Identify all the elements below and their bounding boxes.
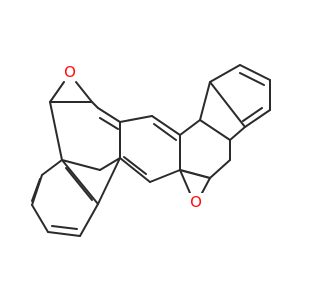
bond-ring-c-1 <box>179 119 201 136</box>
bond-benzene-right-3-double <box>239 72 265 86</box>
bond-epoxide-1-c-o-left <box>49 81 65 103</box>
bond-benzene-right-6 <box>229 126 246 141</box>
bond-benzene-right-5-double <box>242 107 263 122</box>
bond-benzene-left-6-double <box>65 167 93 201</box>
bond-benzene-right-2 <box>209 64 241 83</box>
bond-ring-a-3 <box>97 107 121 123</box>
bond-ring-a-2 <box>91 101 99 109</box>
bond-ring-b-1 <box>119 115 153 123</box>
bond-benzene-left-to-ring-b <box>97 157 121 205</box>
bond-benzene-left-2-double <box>31 178 41 202</box>
bond-ring-a-6 <box>61 159 101 171</box>
bond-ring-b-5-double <box>123 156 147 175</box>
bond-ring-c-4 <box>209 159 231 179</box>
bond-ring-b-4 <box>149 169 181 183</box>
bond-epoxide-2-o-c-right <box>201 177 211 194</box>
molecule-structure-diagram: O O <box>31 63 271 237</box>
bond-benzene-right-1 <box>199 81 211 121</box>
atom-oxygen-lower-right: O <box>190 193 202 211</box>
atom-o2-mask <box>187 193 205 211</box>
bond-ring-c-2 <box>199 119 231 141</box>
bond-benzene-right-3 <box>239 64 271 81</box>
bond-ring-a-5 <box>99 157 121 171</box>
bond-benzene-left-3 <box>31 204 49 233</box>
bond-benzene-left-4 <box>47 231 81 237</box>
bond-benzene-left-5 <box>79 203 99 237</box>
bond-benzene-left-1 <box>41 159 63 176</box>
bond-network <box>31 64 271 237</box>
bond-benzene-left-6 <box>61 159 99 205</box>
bond-ring-b-2 <box>151 115 181 136</box>
bond-benzene-left-4-double <box>51 225 78 230</box>
bond-benzene-right-5 <box>244 109 271 128</box>
bond-epoxide-2-c-c <box>179 169 211 179</box>
structure-canvas: O O <box>31 63 271 237</box>
bond-ring-b-5 <box>119 157 151 183</box>
bond-benzene-right-to-ring-c <box>209 81 246 128</box>
bond-ring-a-3-double <box>99 117 119 130</box>
bond-epoxide-1-o-c-right <box>75 81 93 103</box>
bond-epoxide-2-c-o-left <box>179 169 191 194</box>
bond-ring-b-2-double <box>153 123 177 141</box>
atom-oxygen-upper-left: O <box>64 63 76 81</box>
bond-ring-a-1 <box>49 101 63 161</box>
atom-o1-mask <box>61 63 79 81</box>
